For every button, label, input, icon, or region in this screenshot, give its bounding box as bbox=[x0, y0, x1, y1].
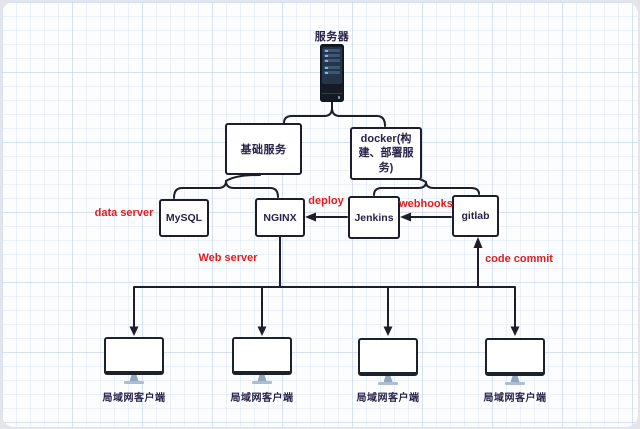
server-power-led bbox=[337, 96, 340, 99]
monitor-2-screen bbox=[232, 337, 292, 375]
node-mysql: MySQL bbox=[159, 199, 209, 237]
server-icon bbox=[320, 44, 344, 102]
monitor-2-base bbox=[252, 381, 272, 384]
server-drive-bar bbox=[324, 59, 340, 62]
client-1-label: 局域网客户端 bbox=[102, 393, 166, 404]
arrow-deploy-head bbox=[305, 212, 316, 222]
monitor-4 bbox=[485, 338, 545, 385]
client-2-label: 局域网客户端 bbox=[230, 393, 294, 404]
node-gitlab-label: gitlab bbox=[461, 210, 490, 222]
label-webhooks: webhooks bbox=[399, 198, 453, 210]
client-3-label: 局域网客户端 bbox=[356, 393, 420, 404]
monitor-4-stand bbox=[510, 376, 520, 382]
node-jenkins: Jenkins bbox=[348, 196, 400, 239]
node-nginx: NGINX bbox=[255, 198, 305, 237]
monitor-1-base bbox=[124, 381, 144, 384]
arrow-client-1-head bbox=[129, 326, 139, 336]
arrow-code-commit-head bbox=[473, 237, 483, 248]
server-title: 服务器 bbox=[314, 31, 350, 43]
monitor-3-base bbox=[378, 382, 398, 385]
monitor-1 bbox=[104, 337, 164, 384]
bus-line bbox=[133, 286, 516, 328]
node-base-service-label: 基础服务 bbox=[240, 144, 287, 156]
monitor-3-stand bbox=[383, 376, 393, 382]
brace-docker-to-children bbox=[373, 181, 480, 196]
monitor-1-stand bbox=[129, 375, 139, 381]
arrow-client-3-head bbox=[383, 326, 393, 336]
label-deploy: deploy bbox=[308, 195, 344, 207]
label-web-server: Web server bbox=[198, 252, 258, 264]
monitor-3-screen bbox=[358, 338, 418, 376]
monitor-1-screen bbox=[104, 337, 164, 375]
arrow-webhooks-head bbox=[400, 212, 411, 222]
server-drive-bar bbox=[324, 71, 340, 74]
monitor-2 bbox=[232, 337, 292, 384]
label-code-commit: code commit bbox=[485, 253, 553, 265]
node-docker: docker(构建、部署服务) bbox=[350, 127, 422, 180]
monitor-3 bbox=[358, 338, 418, 385]
brace-base-stem bbox=[225, 174, 261, 182]
node-base-service: 基础服务 bbox=[225, 123, 302, 175]
client-4-label: 局域网客户端 bbox=[483, 393, 547, 404]
node-docker-label: docker(构建、部署服务) bbox=[358, 133, 414, 174]
node-jenkins-label: Jenkins bbox=[354, 211, 394, 224]
label-data-server: data server bbox=[94, 207, 154, 219]
node-nginx-label: NGINX bbox=[263, 211, 297, 224]
server-drive-bar bbox=[324, 49, 340, 52]
server-divider bbox=[322, 92, 342, 94]
node-mysql-label: MySQL bbox=[165, 212, 203, 224]
arrow-client-4-head bbox=[510, 326, 520, 336]
server-drive-bar bbox=[324, 54, 340, 57]
monitor-4-screen bbox=[485, 338, 545, 376]
brace-base-to-children bbox=[173, 180, 279, 199]
monitor-2-stand bbox=[257, 375, 267, 381]
server-drive-bar bbox=[324, 66, 340, 69]
monitor-4-base bbox=[505, 382, 525, 385]
arrow-client-2-head bbox=[257, 326, 267, 336]
server-panel bbox=[322, 47, 342, 84]
node-gitlab: gitlab bbox=[452, 195, 499, 237]
